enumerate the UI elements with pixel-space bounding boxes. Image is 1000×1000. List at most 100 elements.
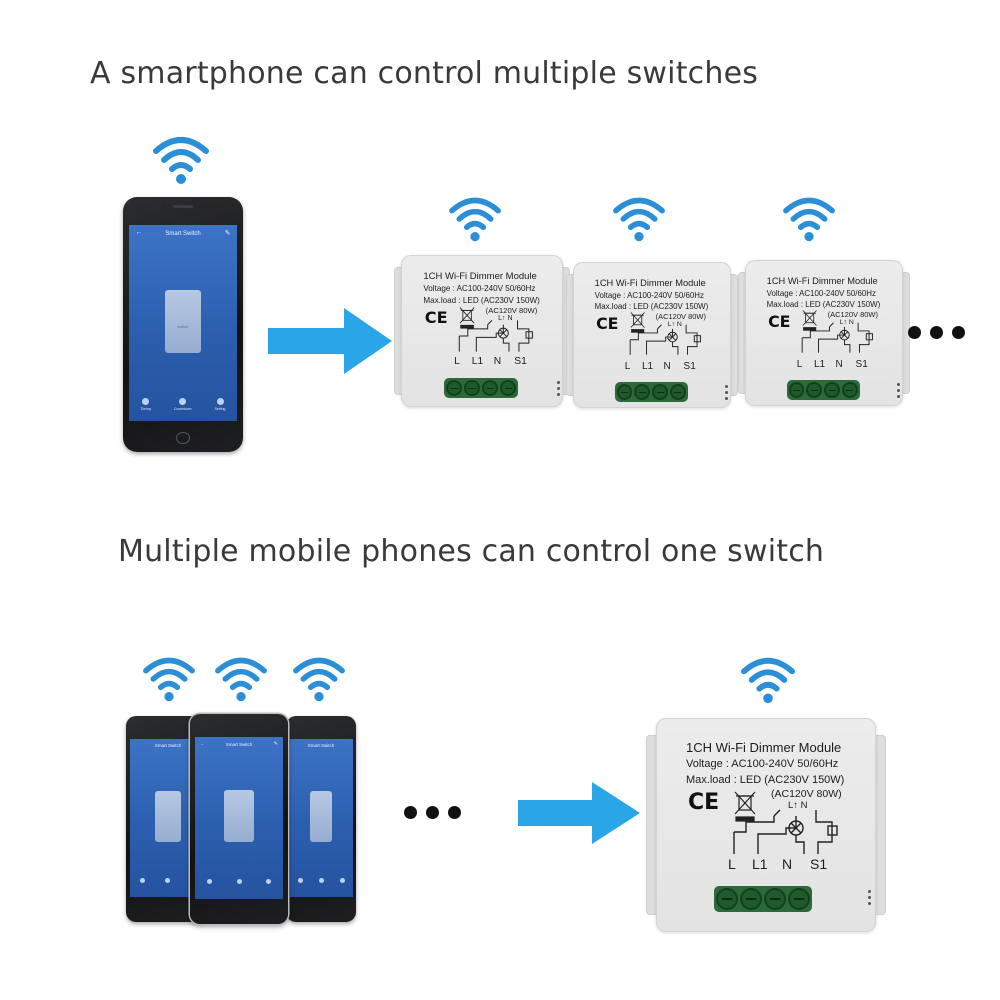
wifi-icon [292,654,346,704]
wiring-diagram [801,310,873,353]
countdown-icon [236,879,242,885]
arrow-right-icon [518,782,640,849]
phone-screen: Smart Switch [289,738,353,898]
ce-mark-icon: CE [768,311,791,331]
home-button[interactable] [175,431,191,445]
wifi-icon [612,194,666,244]
module-mount-ear [394,267,405,395]
back-arrow-icon[interactable]: ← [200,740,206,747]
wiring-diagram [733,791,838,854]
timing-icon [207,879,213,885]
wifi-icon [142,654,196,704]
terminal-screw-icon [788,382,805,399]
setting-button[interactable]: Setting [214,397,226,416]
module-top-terminals: L↑ N [667,320,682,328]
countdown-button[interactable] [165,878,171,892]
module-voltage: Voltage : AC100-240V 50/60Hz [594,290,704,300]
module-mount-ear [899,271,910,395]
countdown-button[interactable] [318,878,324,892]
weee-bin-icon [734,791,756,822]
switch-panel[interactable]: switch [164,289,202,353]
timing-button[interactable] [207,879,213,894]
terminal-block [443,378,519,399]
timing-button[interactable] [140,878,146,892]
ellipsis-icon [908,326,965,339]
setting-icon [216,397,224,405]
module-top-terminals: L↑ N [788,800,808,811]
heading-multiple-phones-one-switch: Multiple mobile phones can control one s… [118,534,825,569]
weee-bin-icon [802,310,817,331]
terminal-block [786,380,860,401]
phone-camera [162,204,166,210]
arrow-right-icon [268,308,392,379]
wifi-icon [782,194,836,244]
edit-icon[interactable]: ✎ [273,740,278,747]
terminal-label-l1: L1 [641,360,654,372]
module-title: 1CH Wi-Fi Dimmer Module [766,275,878,286]
countdown-icon [318,878,324,884]
ellipsis-icon [404,806,461,819]
module-mount-ear [566,273,577,397]
phone-screen: ← Smart Switch ✎ [194,737,284,899]
switch-panel[interactable] [310,791,332,842]
app-header: ← Smart Switch ✎ [129,225,237,245]
back-arrow-icon[interactable]: ← [135,229,143,237]
status-led-dots [897,383,901,399]
module-maxload: Max.load : LED (AC230V 150W) [766,300,881,310]
edit-icon[interactable]: ✎ [224,230,231,238]
timing-button[interactable] [297,878,303,892]
terminal-screw-icon [842,382,858,399]
terminal-label-s1: S1 [810,856,828,872]
module-maxload-120v: (AC120V 80W) [827,310,879,320]
wiring-diagram [458,307,533,352]
terminal-screw-icon [824,382,841,399]
countdown-button[interactable] [236,879,242,894]
terminal-screw-icon [716,888,738,910]
terminal-screw-icon [634,384,651,401]
switch-panel[interactable] [224,790,254,843]
setting-icon [265,879,271,885]
terminal-screw-icon [500,380,517,397]
smartphone: ← Smart Switch ✎ [190,714,288,924]
timing-button[interactable]: Timing [140,397,151,416]
terminal-label-n: N [493,356,502,368]
app-header: ← Smart Switch ✎ [195,737,283,753]
terminal-label-l1: L1 [813,358,826,370]
terminal-label-s1: S1 [514,356,527,368]
app-title: Smart Switch [154,743,182,749]
app-bottom-bar: Timing Countdown Setting [129,397,237,416]
countdown-icon [179,397,187,405]
phone-speaker [173,205,193,209]
ce-mark-icon: CE [596,313,619,333]
switch-panel-label: switch [177,324,189,330]
terminal-label-l: L [728,856,736,872]
switch-panel[interactable] [155,791,181,842]
setting-label: Setting [214,406,226,411]
status-led-dots [556,381,560,397]
terminal-screw-icon [652,384,669,401]
setting-button[interactable] [339,878,345,892]
countdown-button[interactable]: Countdown [173,397,192,416]
app-title: Smart Switch [165,230,201,237]
timing-icon [142,397,150,405]
module-voltage: Voltage : AC100-240V 50/60Hz [423,284,536,294]
setting-button[interactable] [265,879,271,894]
timing-label: Timing [140,406,151,411]
module-maxload-120v: (AC120V 80W) [655,312,707,322]
terminal-label-n: N [782,856,793,872]
module-mount-ear [559,267,570,395]
terminal-label-l: L [454,356,460,368]
app-header: Smart Switch [290,739,353,755]
weee-bin-icon [630,312,645,333]
module-mount-ear [738,271,749,395]
countdown-icon [165,878,171,884]
countdown-label: Countdown [173,406,192,411]
terminal-block [614,382,688,403]
module-top-terminals: L↑ N [498,315,513,323]
terminal-screw-icon [670,384,686,401]
terminal-label-s1: S1 [855,358,868,370]
wifi-icon [448,194,502,244]
terminal-label-l1: L1 [752,856,768,872]
